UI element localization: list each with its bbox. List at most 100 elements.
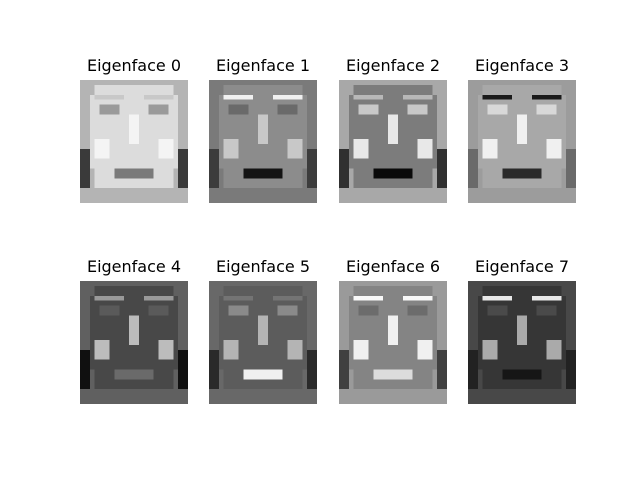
side-shadow-right xyxy=(178,148,188,189)
right-cheek xyxy=(287,139,303,159)
side-shadow-left xyxy=(80,148,90,189)
panel-title: Eigenface 3 xyxy=(474,56,570,75)
nose-ridge xyxy=(258,114,268,144)
left-cheek xyxy=(223,139,239,159)
left-eyebrow xyxy=(482,295,513,301)
side-shadow-left xyxy=(468,349,478,390)
left-eye xyxy=(358,104,379,115)
right-eyebrow xyxy=(143,94,174,100)
side-shadow-right xyxy=(178,349,188,390)
face-forehead xyxy=(482,84,562,95)
right-cheek xyxy=(417,340,433,360)
side-shadow-left xyxy=(339,349,349,390)
right-cheek xyxy=(287,340,303,360)
right-cheek xyxy=(158,139,174,159)
side-shadow-left xyxy=(80,349,90,390)
left-cheek xyxy=(482,139,498,159)
left-cheek xyxy=(353,340,369,360)
right-eye xyxy=(536,104,557,115)
face-forehead xyxy=(223,285,303,296)
left-eyebrow xyxy=(94,94,125,100)
nose-ridge xyxy=(129,315,139,345)
left-cheek xyxy=(223,340,239,360)
left-cheek xyxy=(482,340,498,360)
left-eye xyxy=(487,305,508,316)
eigenface-image xyxy=(80,80,188,203)
right-eye xyxy=(148,104,169,115)
panel-title: Eigenface 1 xyxy=(215,56,311,75)
nose-ridge xyxy=(258,315,268,345)
left-cheek xyxy=(94,340,110,360)
mouth xyxy=(243,369,283,380)
mouth xyxy=(243,168,283,179)
face-forehead xyxy=(482,285,562,296)
side-shadow-left xyxy=(468,148,478,189)
side-shadow-right xyxy=(566,148,576,189)
right-cheek xyxy=(546,139,562,159)
left-eye xyxy=(99,104,120,115)
panel-title: Eigenface 0 xyxy=(86,56,182,75)
nose-ridge xyxy=(517,315,527,345)
left-eyebrow xyxy=(223,295,254,301)
right-eye xyxy=(407,104,428,115)
eigenface-image xyxy=(468,281,576,404)
nose-ridge xyxy=(388,114,398,144)
right-eyebrow xyxy=(402,295,433,301)
eigenface-image xyxy=(209,80,317,203)
panel-title: Eigenface 2 xyxy=(345,56,441,75)
side-shadow-left xyxy=(339,148,349,189)
face-forehead xyxy=(353,84,433,95)
left-cheek xyxy=(94,139,110,159)
side-shadow-right xyxy=(307,148,317,189)
nose-ridge xyxy=(129,114,139,144)
panel-title: Eigenface 5 xyxy=(215,257,311,276)
face-forehead xyxy=(94,84,174,95)
face-forehead xyxy=(223,84,303,95)
side-shadow-right xyxy=(307,349,317,390)
panel-title: Eigenface 6 xyxy=(345,257,441,276)
nose-ridge xyxy=(388,315,398,345)
mouth xyxy=(114,369,154,380)
right-eye xyxy=(536,305,557,316)
side-shadow-right xyxy=(437,349,447,390)
right-eyebrow xyxy=(143,295,174,301)
left-eye xyxy=(228,104,249,115)
eigenface-image xyxy=(339,281,447,404)
mouth xyxy=(114,168,154,179)
right-eye xyxy=(407,305,428,316)
panel-title: Eigenface 4 xyxy=(86,257,182,276)
left-eyebrow xyxy=(94,295,125,301)
right-eyebrow xyxy=(272,295,303,301)
mouth xyxy=(502,168,542,179)
face-forehead xyxy=(353,285,433,296)
side-shadow-right xyxy=(437,148,447,189)
panel-title: Eigenface 7 xyxy=(474,257,570,276)
eigenface-image xyxy=(209,281,317,404)
left-eyebrow xyxy=(223,94,254,100)
eigenface-image xyxy=(339,80,447,203)
right-eye xyxy=(277,305,298,316)
right-eye xyxy=(148,305,169,316)
eigenface-image xyxy=(80,281,188,404)
right-cheek xyxy=(417,139,433,159)
left-eyebrow xyxy=(353,295,384,301)
side-shadow-left xyxy=(209,148,219,189)
right-eyebrow xyxy=(531,295,562,301)
left-cheek xyxy=(353,139,369,159)
left-eyebrow xyxy=(353,94,384,100)
right-eyebrow xyxy=(272,94,303,100)
mouth xyxy=(373,369,413,380)
left-eye xyxy=(358,305,379,316)
nose-ridge xyxy=(517,114,527,144)
left-eyebrow xyxy=(482,94,513,100)
mouth xyxy=(373,168,413,179)
right-eye xyxy=(277,104,298,115)
side-shadow-right xyxy=(566,349,576,390)
right-eyebrow xyxy=(531,94,562,100)
face-forehead xyxy=(94,285,174,296)
right-cheek xyxy=(158,340,174,360)
right-eyebrow xyxy=(402,94,433,100)
side-shadow-left xyxy=(209,349,219,390)
mouth xyxy=(502,369,542,380)
